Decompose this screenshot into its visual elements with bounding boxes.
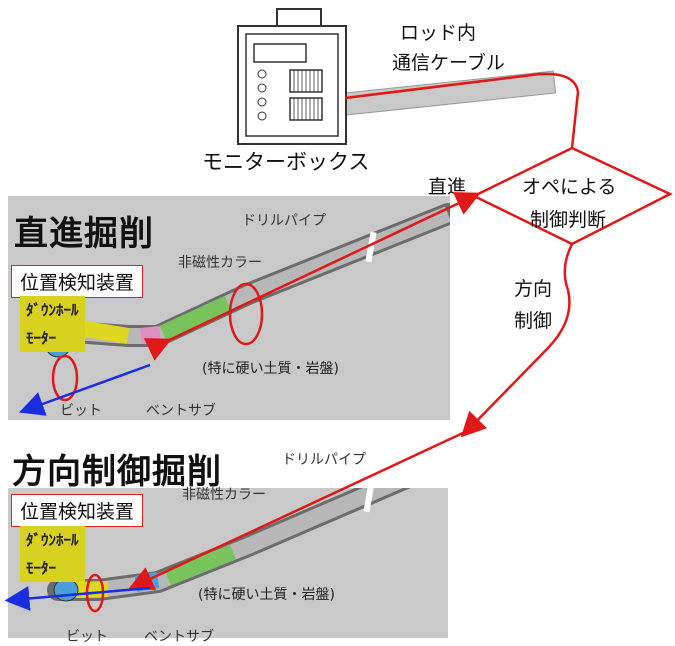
position-detector-box-2: 位置検知装置 xyxy=(11,494,144,527)
motor-line2: ﾓｰﾀｰ xyxy=(26,559,57,577)
bent-sub-label-2: ベントサブ xyxy=(144,629,214,645)
direction-control-label-2: 制御 xyxy=(514,310,553,332)
direction-signal-line xyxy=(460,243,574,438)
cable-label-line2: 通信ケーブル xyxy=(392,52,505,74)
bit-rotation-1 xyxy=(51,354,79,402)
downhole-motor-box-1: ﾀﾞｳﾝﾎｰﾙ ﾓｰﾀｰ xyxy=(20,296,85,352)
direction-title-backdrop xyxy=(8,442,448,488)
collar-rotation-1 xyxy=(228,282,264,346)
motor-line1: ﾀﾞｳﾝﾎｰﾙ xyxy=(26,301,79,319)
downhole-motor-box-2: ﾀﾞｳﾝﾎｰﾙ ﾓｰﾀｰ xyxy=(20,526,85,582)
bent-sub-label-1: ベントサブ xyxy=(146,403,216,419)
motor-line1: ﾀﾞｳﾝﾎｰﾙ xyxy=(26,531,79,549)
direction-control-label-1: 方向 xyxy=(514,278,553,300)
bit-label-2: ビット xyxy=(66,629,108,645)
drill-pipe-label-2: ドリルパイプ xyxy=(282,452,366,468)
motor-line2: ﾓｰﾀｰ xyxy=(26,329,57,347)
monitor-box-label: モニターボックス xyxy=(202,150,370,174)
straight-direction-arrow xyxy=(18,363,151,416)
cable-signal-line xyxy=(344,72,580,149)
decision-label-line1: オペによる xyxy=(522,176,617,198)
direction-drilling-title: 方向制御掘削 xyxy=(12,452,222,492)
straight-signal-line xyxy=(143,192,481,361)
position-detector-box-1: 位置検知装置 xyxy=(11,265,144,298)
decision-label-line2: 制御判断 xyxy=(530,209,607,231)
straight-drilling-title: 直進掘削 xyxy=(14,214,154,254)
collar-label-2: 非磁性カラー xyxy=(182,487,266,503)
direction-drill-signal-line xyxy=(128,430,466,590)
cable-label-line1: ロッド内 xyxy=(400,22,477,44)
bit-label-1: ビット xyxy=(60,403,102,419)
directional-direction-arrow xyxy=(4,586,151,611)
hard-ground-label-1: (特に硬い土質・岩盤) xyxy=(202,361,339,377)
hard-ground-label-2: (特に硬い土質・岩盤) xyxy=(198,587,335,603)
